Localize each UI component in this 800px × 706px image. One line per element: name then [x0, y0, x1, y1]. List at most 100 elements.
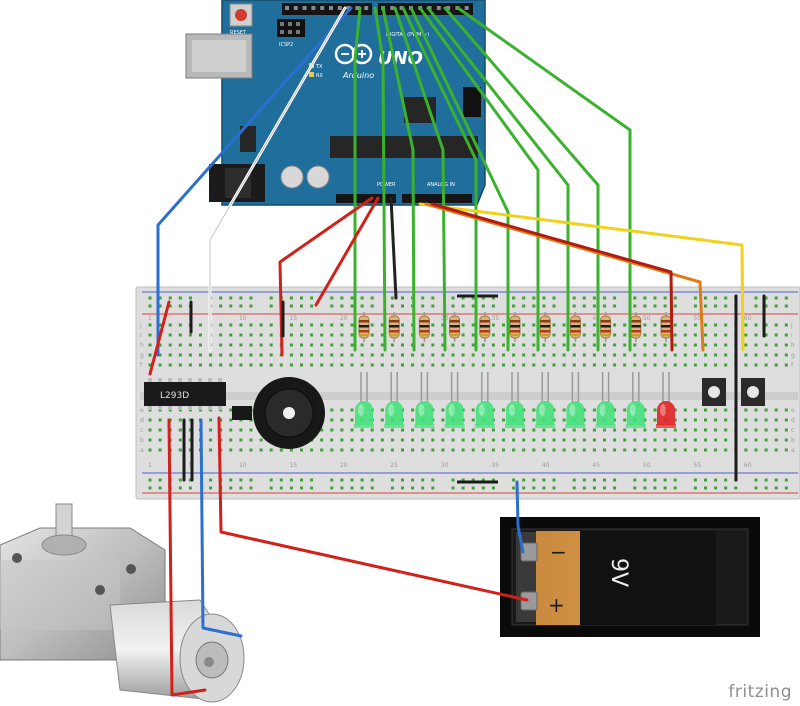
column-number: 35	[491, 462, 499, 469]
column-number: 1	[148, 462, 152, 469]
regulator	[240, 126, 256, 152]
resistor	[388, 312, 400, 342]
l293d-label: L293D	[160, 391, 189, 401]
resistor-group	[358, 312, 672, 342]
battery-label: 9V	[606, 558, 631, 587]
row-letter: d	[791, 417, 795, 424]
piezo-buzzer	[232, 377, 325, 449]
column-number: 60	[744, 315, 752, 322]
column-number: 50	[643, 462, 651, 469]
column-number: 5	[188, 462, 192, 469]
row-letter: h	[791, 342, 795, 349]
power-label: POWER	[377, 182, 396, 188]
wire-red	[278, 196, 374, 357]
column-number: 10	[239, 462, 247, 469]
led-red	[656, 372, 676, 428]
resistor	[660, 312, 672, 342]
arduino-model: UNO	[378, 48, 423, 69]
column-number: 45	[592, 315, 600, 322]
wire-red-battery	[217, 416, 529, 602]
row-letter: i	[140, 332, 142, 339]
wire-red	[314, 196, 380, 307]
led-green	[354, 372, 374, 428]
row-letter: c	[791, 427, 794, 434]
power-pin-header	[336, 194, 396, 203]
wire-green	[393, 6, 447, 352]
icsp2-label: ICSP2	[279, 42, 293, 48]
led-green	[505, 372, 525, 428]
row-letter: g	[791, 352, 795, 359]
row-letter: b	[140, 437, 144, 444]
capacitor	[280, 165, 304, 189]
row-letter: a	[140, 447, 144, 454]
led-green	[535, 372, 556, 428]
battery-plus: +	[548, 593, 565, 617]
wire-orange	[424, 202, 705, 352]
resistor	[509, 312, 521, 342]
fritzing-watermark: fritzing	[728, 682, 792, 702]
battery-minus: −	[550, 540, 567, 564]
wire-yellow	[418, 202, 745, 352]
wire-green	[373, 6, 387, 352]
column-number: 45	[592, 462, 600, 469]
wire-green	[426, 6, 570, 352]
led-group	[354, 372, 676, 428]
battery-9v: − + 9V	[500, 517, 760, 637]
analog-pin-header	[402, 194, 472, 203]
wire-green	[381, 6, 416, 352]
wire-green	[443, 6, 600, 352]
resistor	[358, 312, 370, 342]
row-letter: i	[791, 332, 793, 339]
column-number: 60	[744, 462, 752, 469]
led-green	[444, 372, 465, 428]
l293d-chip: L293D	[144, 378, 226, 410]
reset-label: RESET	[230, 30, 247, 36]
column-number: 30	[441, 462, 449, 469]
column-number: 55	[693, 315, 701, 322]
column-number: 55	[693, 462, 701, 469]
resistor	[569, 312, 581, 342]
resistor	[449, 312, 461, 342]
rx-label: RX	[316, 73, 323, 79]
column-number: 40	[542, 462, 550, 469]
icsp-header	[463, 87, 481, 117]
wire-red-motor	[167, 418, 207, 697]
column-number: 10	[239, 315, 247, 322]
resistor	[479, 312, 491, 342]
row-letter: g	[140, 352, 144, 359]
push-button	[741, 378, 765, 406]
row-letter: c	[140, 427, 143, 434]
row-letter: j	[790, 322, 793, 329]
led-green	[474, 372, 495, 428]
wire-black	[389, 196, 398, 300]
wire-green	[401, 6, 478, 352]
led-green	[625, 372, 646, 428]
led-green	[565, 372, 586, 428]
resistor	[539, 312, 551, 342]
column-number: 50	[643, 315, 651, 322]
wire-group	[148, 6, 766, 697]
digital-label: DIGITAL (PWM ~)	[386, 32, 429, 38]
row-letter: j	[139, 322, 142, 329]
wire-green	[456, 6, 632, 352]
breadboard-labels: 1155101015152020252530303535404045455050…	[139, 315, 795, 469]
wire-green	[418, 6, 540, 352]
row-letter: e	[140, 407, 144, 414]
wire-green	[353, 6, 362, 352]
analog-label: ANALOG IN	[427, 182, 455, 188]
capacitor	[306, 165, 330, 189]
resistor	[630, 312, 642, 342]
gear-motor	[0, 503, 245, 703]
row-letter: e	[791, 407, 795, 414]
column-number: 20	[340, 462, 348, 469]
column-number: 1	[148, 315, 152, 322]
column-number: 25	[390, 462, 398, 469]
wire-blue-battery	[515, 480, 525, 554]
wire-blue-motor	[199, 418, 243, 638]
column-number: 20	[340, 315, 348, 322]
row-letter: a	[791, 447, 795, 454]
row-letter: d	[140, 417, 144, 424]
row-letter: f	[791, 362, 794, 369]
wire-red	[430, 202, 674, 352]
